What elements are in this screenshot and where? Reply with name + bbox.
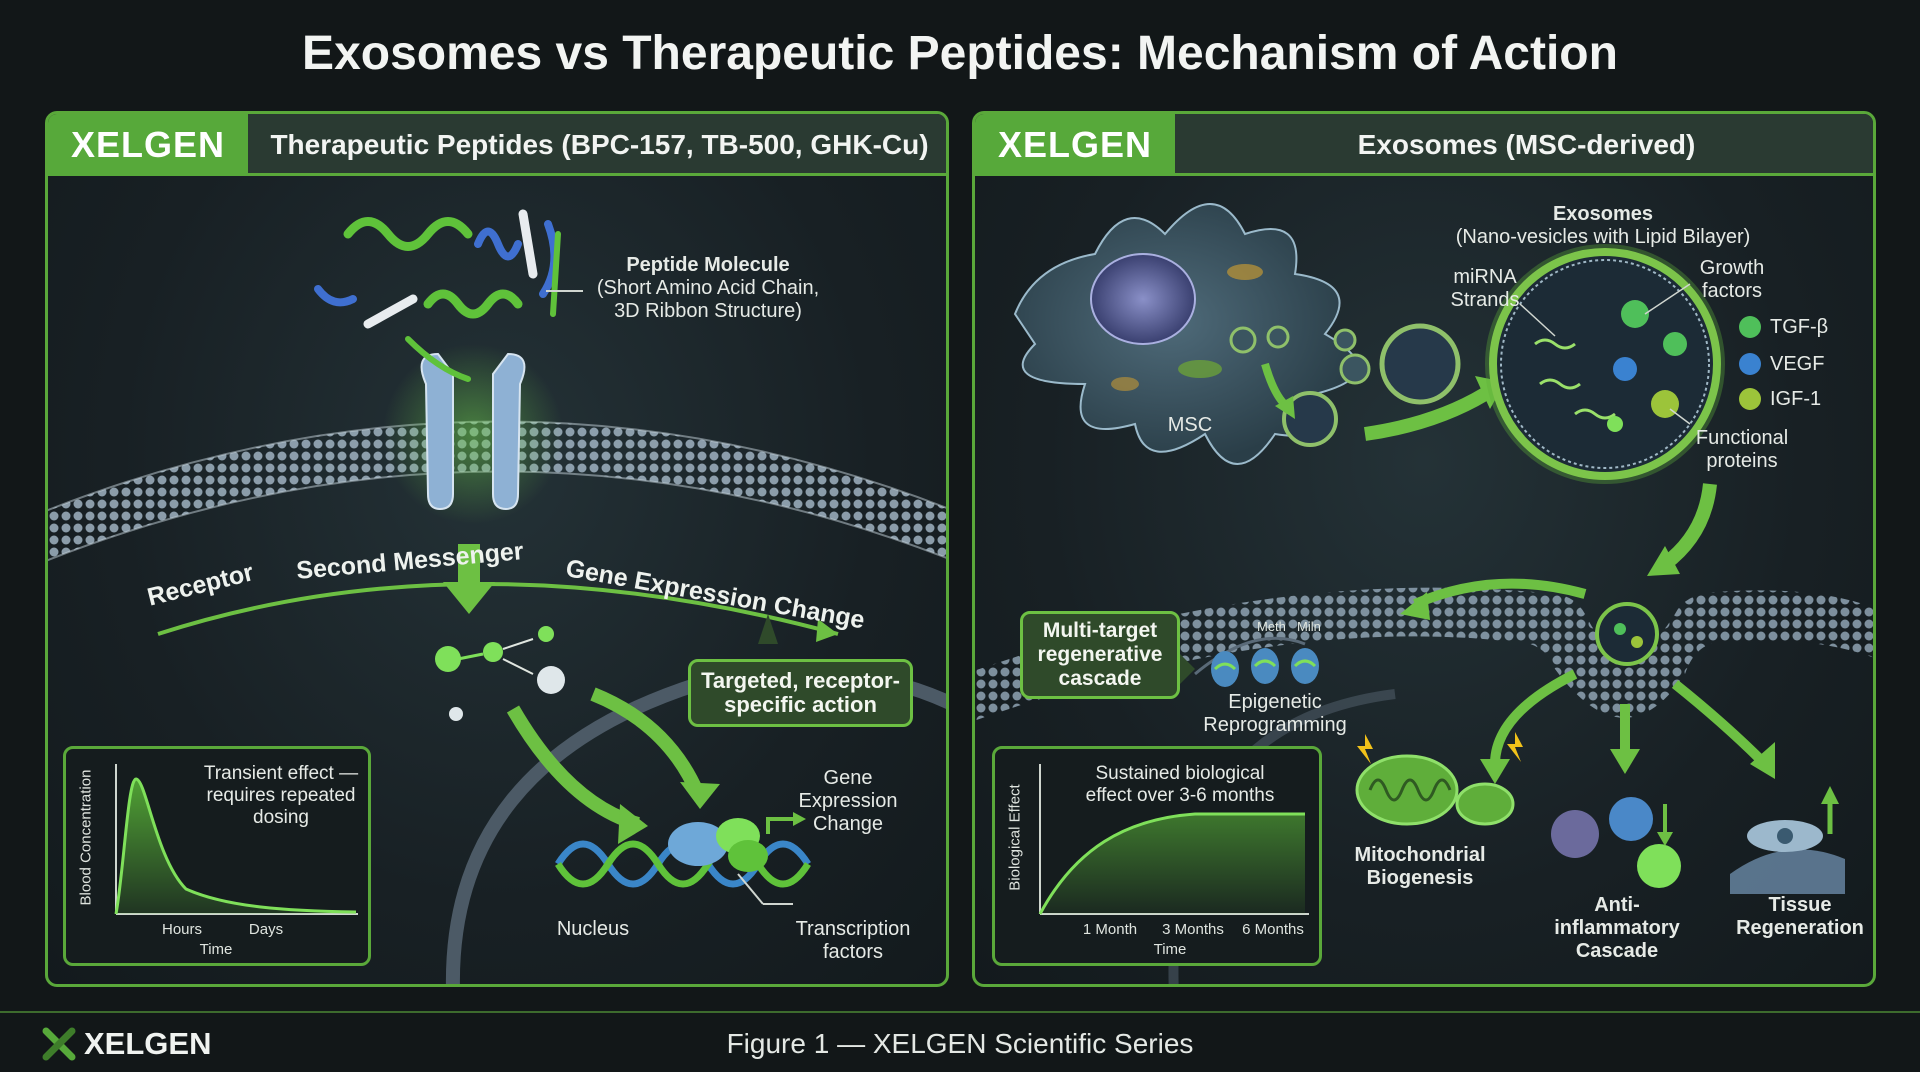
gene-change-line3: Change	[812, 813, 884, 835]
exosome-vesicle-icon	[1485, 244, 1725, 484]
concentration-curve	[116, 779, 356, 914]
graph-tick-6-months: 6 Months	[1242, 921, 1304, 938]
graph-tick-1-month: 1 Month	[1082, 921, 1138, 938]
exosomes-subtitle: (Nano-vesicles with Lipid Bilayer)	[1455, 226, 1751, 248]
cell-membrane	[975, 587, 1873, 721]
signal-down-arrow	[443, 544, 495, 614]
tf-line2: factors	[822, 941, 884, 963]
footer-brand: XELGEN	[42, 1026, 211, 1062]
graph-ylabel: Biological Effect	[1006, 784, 1024, 891]
peptide-label-title: Peptide Molecule	[626, 254, 790, 276]
footer-brand-text: XELGEN	[84, 1026, 212, 1061]
anti-inflammatory-line2: inflammatory	[1554, 917, 1680, 939]
graph-ylabel: Blood Concentration	[77, 769, 95, 906]
multi-target-box: Multi-target regenerative cascade	[1020, 611, 1180, 699]
effect-curve	[1040, 814, 1305, 914]
figure-caption: Figure 1 — XELGEN Scientific Series	[726, 1028, 1194, 1059]
brand-logo: XELGEN	[48, 114, 248, 176]
peptides-panel: XELGEN Therapeutic Peptides (BPC-157, TB…	[45, 111, 949, 987]
peptide-membrane-illustration	[48, 209, 946, 984]
peptides-panel-header: XELGEN Therapeutic Peptides (BPC-157, TB…	[48, 114, 946, 176]
peptide-label-line1: (Short Amino Acid Chain,	[596, 277, 820, 299]
tissue-line2: Regeneration	[1736, 917, 1864, 939]
second-messenger-molecules	[435, 626, 565, 721]
graph-note-line1: Transient effect —	[203, 763, 359, 784]
vegf-label: VEGF	[1770, 353, 1825, 375]
functional-proteins-line1: Functional	[1695, 427, 1789, 449]
exosomes-panel-header: XELGEN Exosomes (MSC-derived)	[975, 114, 1873, 176]
graph-note-line2: requires repeated	[206, 785, 356, 806]
mitochondria-icon	[1355, 732, 1523, 826]
peptide-label-line2: 3D Ribbon Structure)	[614, 300, 802, 322]
mirna-line1: miRNA	[1453, 266, 1517, 288]
graph-xlabel: Time	[1153, 941, 1187, 958]
nucleus-label: Nucleus	[556, 918, 630, 940]
page-title: Exosomes vs Therapeutic Peptides: Mechan…	[302, 27, 1618, 80]
multi-line1: Multi-target	[1042, 619, 1158, 642]
multi-line3: cascade	[1058, 667, 1142, 690]
multi-line2: regenerative	[1037, 643, 1163, 666]
growth-factors-line1: Growth	[1699, 257, 1765, 279]
graph-tick-3-months: 3 Months	[1162, 921, 1224, 938]
gene-change-line1: Gene	[823, 767, 873, 789]
exosomes-title: Exosomes	[1552, 203, 1654, 225]
vegf-icon	[1739, 353, 1761, 375]
functional-proteins-line2: proteins	[1706, 450, 1778, 472]
msc-cell-icon	[1013, 203, 1359, 465]
internalized-exosome	[1595, 602, 1659, 666]
mirna-line2: Strands	[1450, 289, 1520, 311]
msc-label: MSC	[1167, 414, 1213, 436]
immune-cells-icon	[1551, 797, 1681, 888]
epigenetic-line1: Epigenetic	[1228, 691, 1322, 713]
targeted-line2: specific action	[724, 692, 877, 717]
growth-factors-line2: factors	[1701, 280, 1763, 302]
igf-label: IGF-1	[1770, 388, 1822, 410]
anti-inflammatory-line3: Cascade	[1575, 940, 1659, 962]
sustained-effect-graph: Sustained biological effect over 3-6 mon…	[992, 746, 1322, 966]
igf-icon	[1739, 388, 1761, 410]
released-vesicles	[1229, 323, 1461, 447]
receptor-icon	[420, 352, 526, 511]
targeted-line1: Targeted, receptor-	[701, 668, 900, 693]
mito-line2: Biogenesis	[1366, 867, 1474, 889]
mito-line1: Mitochondrial	[1354, 844, 1486, 866]
transcription-factor-icon	[668, 818, 768, 872]
epigenetic-line2: Reprogramming	[1203, 714, 1347, 736]
tissue-regeneration-icon	[1730, 786, 1845, 894]
targeted-action-box: Targeted, receptor- specific action	[688, 659, 913, 727]
gene-change-line2: Expression	[798, 790, 898, 812]
tgf-beta-label: TGF-β	[1770, 316, 1829, 338]
graph-tick-hours: Hours	[161, 921, 202, 938]
xelgen-logo-icon	[42, 1027, 76, 1061]
graph-note-line2: effect over 3-6 months	[1085, 785, 1275, 806]
tgf-beta-icon	[1739, 316, 1761, 338]
panel-title: Exosomes (MSC-derived)	[1357, 129, 1696, 160]
exosome-illustration	[975, 203, 1873, 984]
meth-label: Meth	[1257, 619, 1286, 634]
footer-divider	[0, 1011, 1920, 1013]
tf-line1: Transcription	[795, 918, 911, 940]
brand-logo: XELGEN	[975, 114, 1175, 176]
transient-effect-graph: Transient effect — requires repeated dos…	[63, 746, 371, 966]
graph-tick-days: Days	[248, 921, 284, 938]
exosomes-panel: XELGEN Exosomes (MSC-derived)	[972, 111, 1876, 987]
cell-membrane	[48, 421, 946, 561]
anti-inflammatory-line1: Anti-	[1594, 894, 1640, 916]
epigenetic-nucleosome-icon	[1194, 636, 1319, 687]
graph-note-line1: Sustained biological	[1095, 763, 1265, 784]
peptide-molecule-icon	[314, 209, 561, 382]
graph-note-line3: dosing	[253, 807, 309, 828]
panel-title: Therapeutic Peptides (BPC-157, TB-500, G…	[270, 129, 929, 160]
graph-xlabel: Time	[199, 941, 233, 958]
tissue-line1: Tissue	[1768, 894, 1832, 916]
miln-label: Miln	[1297, 619, 1321, 634]
